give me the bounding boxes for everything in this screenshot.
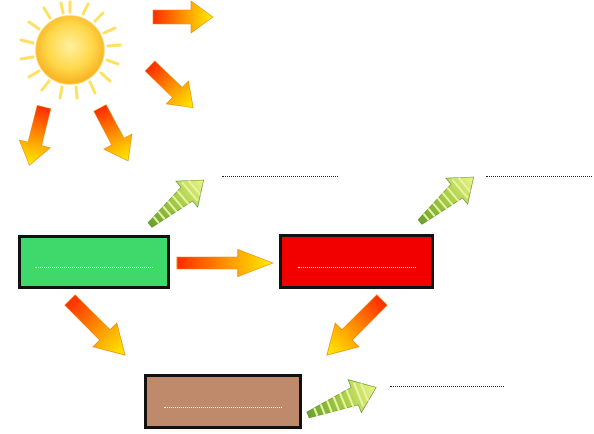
heat-release-arrow-icon [408, 162, 486, 237]
sun-arrow-right [152, 0, 214, 34]
consumer-answer-blank[interactable] [297, 255, 416, 268]
sun-arrow-down [85, 100, 143, 169]
heat-release-arrow-icon [138, 165, 216, 240]
decomposer-answer-blank[interactable] [164, 395, 282, 408]
sun-icon [19, 0, 122, 100]
energy-flow-arrow-icon [314, 287, 395, 368]
sun-arrow-down-right [138, 54, 205, 120]
heat-release-arrow-icon [300, 369, 384, 433]
energy-flow-arrow-icon [176, 248, 274, 278]
producer-box[interactable] [18, 235, 170, 289]
decomposer-heat-blank[interactable] [390, 374, 504, 387]
consumer-heat-blank[interactable] [486, 164, 592, 177]
sun-arrow-down-left [13, 102, 60, 170]
producer-answer-blank[interactable] [35, 255, 153, 268]
energy-flow-arrow-icon [57, 287, 138, 368]
consumer-box[interactable] [279, 234, 434, 289]
producer-heat-blank[interactable] [222, 164, 338, 177]
decomposer-box[interactable] [144, 374, 302, 429]
